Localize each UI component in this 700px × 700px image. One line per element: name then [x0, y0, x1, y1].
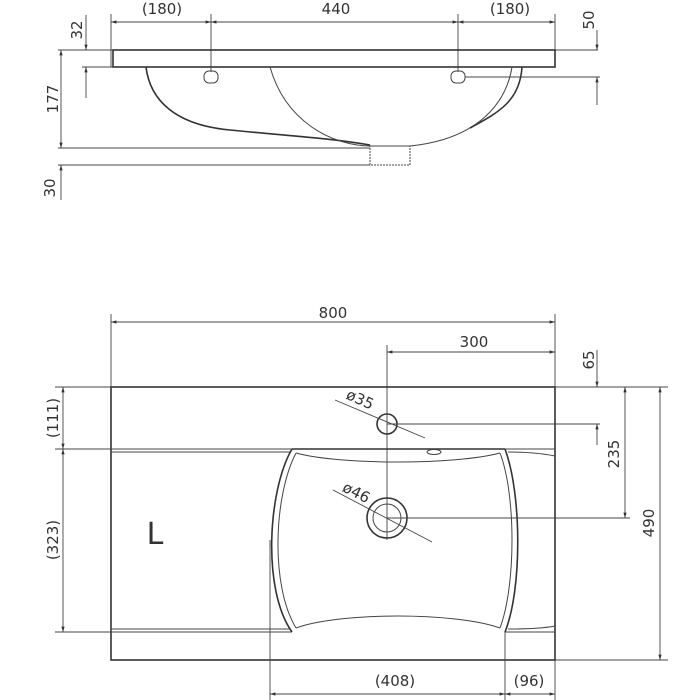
- top-view: 800 300 ø35 ø46 L (111) (323): [44, 304, 668, 700]
- dim-top-thickness: 32: [68, 20, 86, 39]
- dim-bowl-width: (408): [375, 672, 415, 690]
- dim-bowl-depth: 177: [44, 85, 62, 114]
- dim-width: 800: [319, 304, 348, 322]
- overflow-hole-right: [450, 70, 466, 84]
- overflow-slot: [426, 449, 442, 455]
- dim-left-offset: (180): [142, 0, 182, 18]
- dim-tap-hole-diameter: ø35: [343, 385, 376, 413]
- bowl-left-edge: [270, 448, 293, 633]
- basin-outline: [110, 386, 556, 661]
- dim-right-offset: (180): [490, 0, 530, 18]
- dim-tap-from-edge: 65: [580, 350, 598, 369]
- side-view: (180) 440 (180) 32 177 30 50: [41, 0, 600, 200]
- dim-depth: 490: [640, 509, 658, 538]
- drain-outlet: [369, 145, 411, 166]
- overflow-hole-left: [203, 70, 219, 84]
- dim-tap-offset: 300: [460, 333, 489, 351]
- bowl-inner-contour: [269, 66, 513, 147]
- dim-right-margin: (96): [514, 672, 545, 690]
- dim-hole-spacing: 440: [322, 0, 351, 18]
- side-marker: L: [147, 517, 164, 552]
- countertop: [112, 49, 556, 68]
- dim-drain-length: 30: [41, 178, 59, 197]
- dim-hole-depth: 50: [580, 10, 598, 29]
- dim-drain-from-edge: 235: [605, 440, 623, 469]
- dim-bowl-depth: (323): [44, 520, 62, 560]
- dim-back-ledge: (111): [44, 398, 62, 438]
- bowl-right-edge: [504, 448, 519, 633]
- bowl-outer-contour: [145, 66, 371, 146]
